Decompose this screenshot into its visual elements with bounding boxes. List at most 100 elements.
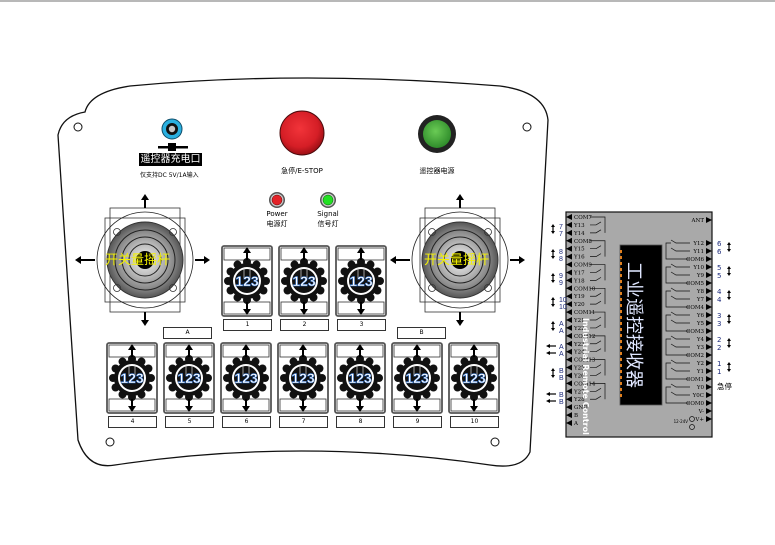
pin-label: Y27 (573, 389, 585, 395)
rotary-switch[interactable]: 123 (220, 342, 272, 414)
page-top-border (0, 0, 775, 2)
direction-arrows-icon (390, 194, 525, 326)
pin-label: V+ (694, 417, 704, 423)
mount-hole (105, 437, 115, 447)
switch-number-label: 7 (279, 416, 328, 428)
rotary-switch[interactable]: 123 (334, 342, 386, 414)
terminal-icon (566, 245, 572, 252)
terminal-icon (566, 317, 572, 323)
rotary-switch[interactable]: 123 (448, 342, 500, 414)
pin-label: Y5 (696, 321, 705, 327)
switch-number-label: 2 (280, 319, 329, 331)
terminal-icon (566, 309, 572, 316)
rotary-switch[interactable]: 123 (221, 245, 273, 317)
terminal-icon (566, 380, 572, 387)
rotary-switch[interactable]: 123 (391, 342, 443, 414)
terminal-icon (706, 320, 712, 326)
annotation-label: 8 (559, 249, 563, 256)
terminal-icon (566, 214, 572, 220)
receiver-title-en: Industrial Remote Control Receiver (581, 318, 590, 477)
terminal-icon (566, 372, 572, 379)
switch-number-label: 10 (450, 416, 499, 428)
receiver-module: 工业遥控接收器COM7Y13Y14COM8Y15Y16COM9Y17Y18COM… (565, 211, 713, 438)
knob-glyph: 123 (177, 370, 201, 386)
annotation-label: B (559, 368, 564, 375)
joystick-a[interactable] (75, 194, 210, 326)
pin-label: Y10 (692, 265, 704, 271)
pin-label: Y18 (573, 278, 585, 284)
pin-label: Y17 (573, 270, 585, 276)
annotation-label: A (559, 351, 564, 358)
pin-label: COM2 (686, 353, 704, 359)
terminal-icon (706, 248, 712, 254)
pin-label: COM13 (574, 358, 596, 364)
annotation-label: 4 (717, 296, 722, 304)
pin-label: ANT (691, 218, 705, 224)
rotary-switch[interactable]: 123 (277, 342, 329, 414)
joystick-b[interactable] (390, 194, 525, 326)
signal-led-label-cn: 信号灯 (317, 220, 339, 228)
pin-label: Y6 (696, 313, 705, 319)
pin-label: Y19 (573, 294, 585, 300)
up-down-arrows-icon (356, 344, 364, 412)
estop-button (279, 110, 325, 156)
pin-label: COM14 (574, 381, 596, 387)
signal-led-label-en: Signal (317, 210, 339, 218)
joystick-b-tag: B (397, 327, 446, 339)
annotation-label: A (559, 328, 564, 335)
terminal-icon (706, 400, 712, 406)
terminal-icon (706, 376, 712, 382)
rotary-switch[interactable]: 123 (106, 342, 158, 414)
annotation-label: B (559, 375, 564, 382)
annotation-label: 9 (559, 273, 563, 280)
knob-glyph: 123 (291, 370, 315, 386)
annotation-label: 10 (559, 297, 567, 304)
annotation-label: 1 (717, 360, 721, 368)
terminal-icon (566, 364, 572, 371)
switch-number-label: 5 (165, 416, 214, 428)
terminal-icon (706, 384, 712, 390)
terminal-icon (706, 272, 712, 278)
terminal-icon (566, 340, 572, 347)
terminal-icon (566, 253, 572, 260)
switch-number-label: 9 (393, 416, 442, 428)
annotation-label: 5 (717, 272, 721, 280)
pin-label: V- (698, 409, 704, 415)
switch-number-label: 4 (108, 416, 157, 428)
rotary-switch[interactable]: 123 (335, 245, 387, 317)
terminal-icon (706, 264, 712, 270)
switch-number-label: 6 (222, 416, 271, 428)
annotation-label: 6 (717, 240, 722, 248)
annotation-label: 1 (717, 368, 721, 376)
terminal-icon (566, 293, 572, 300)
receiver-label-panel (619, 244, 663, 406)
terminal-icon (706, 344, 712, 350)
terminal-icon (566, 324, 572, 331)
up-down-arrows-icon (357, 247, 365, 315)
power-terminal-icon (689, 424, 695, 430)
up-down-arrows-icon (470, 344, 478, 412)
rotary-switch[interactable]: 123 (278, 245, 330, 317)
terminal-icon (566, 388, 572, 395)
terminal-icon (566, 348, 572, 355)
pin-label: Y21 (573, 318, 585, 324)
terminal-icon (706, 288, 712, 294)
terminal-icon (706, 296, 712, 302)
mount-hole (522, 122, 532, 132)
annotation-label: 急停 (717, 381, 732, 391)
pin-label: Y4 (696, 337, 705, 343)
pin-label: Y11 (692, 249, 704, 255)
joystick-a-tag: A (163, 327, 212, 339)
pin-label: Y26 (573, 373, 585, 379)
up-down-arrows-icon (243, 247, 251, 315)
rotary-switch[interactable]: 123 (163, 342, 215, 414)
up-down-arrows-icon (185, 344, 193, 412)
terminal-icon (566, 285, 572, 292)
pin-label: Y14 (573, 231, 585, 237)
terminal-icon (706, 312, 712, 318)
terminal-icon (706, 240, 712, 246)
terminal-icon (566, 269, 572, 276)
annotation-label: 7 (559, 231, 563, 238)
